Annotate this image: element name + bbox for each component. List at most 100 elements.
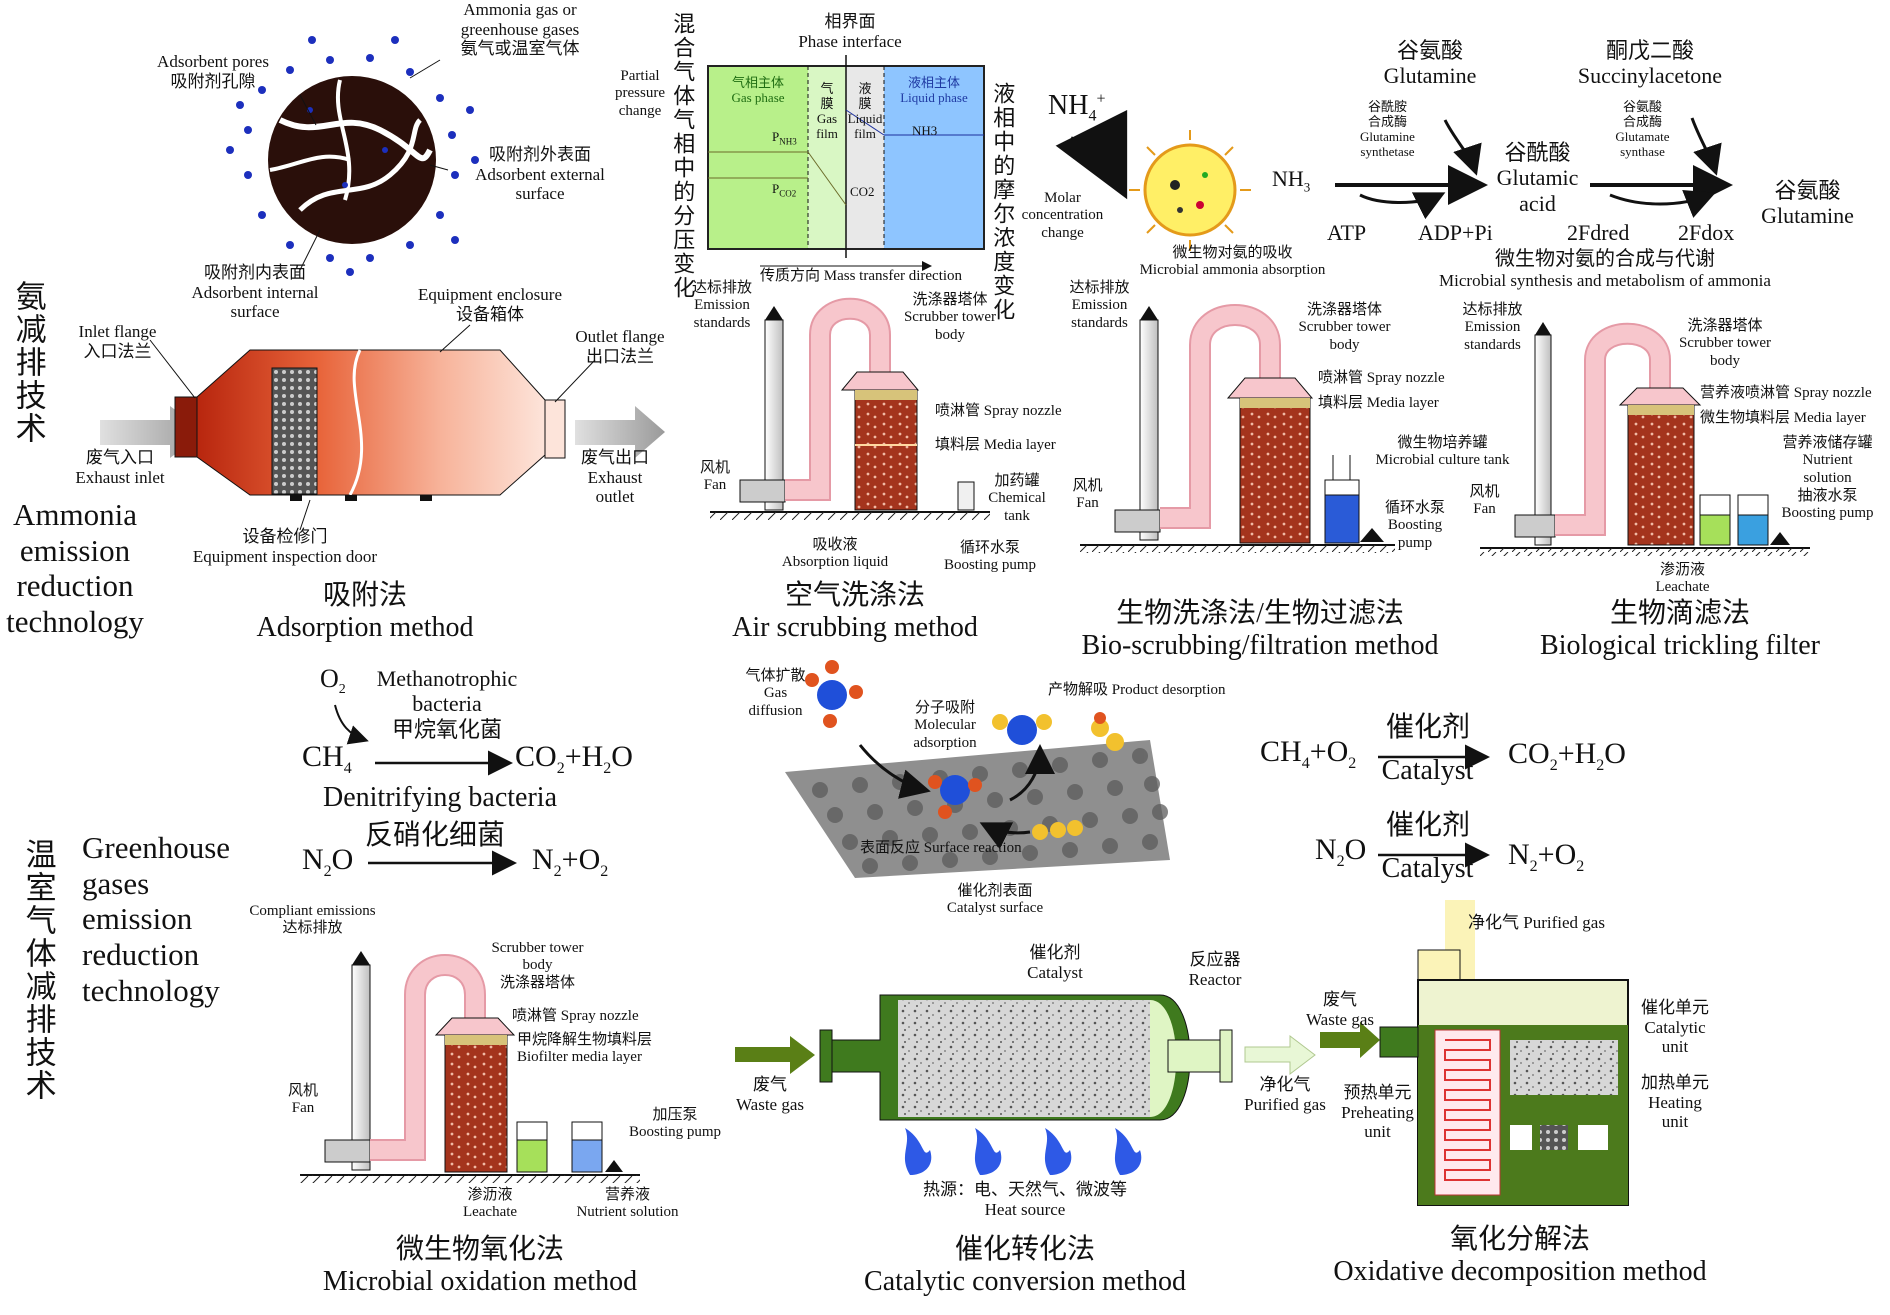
catalyst-en1: Catalyst [1381, 755, 1474, 786]
catalyst-zh2: 催化剂 [1385, 810, 1470, 841]
air-nozzle-label: 喷淋管 Spray nozzle [935, 403, 1062, 419]
fdox-label: 2Fdox [1678, 220, 1735, 245]
bio-media-label: 填料层 Media layer [1318, 395, 1439, 411]
trickling-filter-graphic [1480, 322, 1810, 556]
liquid-side-label: 液相中的摩尔浓度变化 [990, 82, 1016, 322]
catalyst-en2: Catalyst [1381, 853, 1474, 884]
n2o2-label: N2+O2 [532, 843, 609, 880]
catalytic-reactor-graphic [735, 994, 1316, 1175]
adp-label: ADP+Pi [1418, 220, 1493, 245]
mass-transfer-label: 传质方向 Mass transfer direction [760, 268, 963, 284]
nh4-label: NH4+ [1048, 90, 1106, 125]
fdred-label: 2Fdred [1567, 220, 1630, 245]
surface-reaction-label: 表面反应 Surface reaction [860, 840, 1022, 856]
denit-zh-label: 反硝化细菌 [365, 820, 506, 851]
co2h2o-label: CO2+H2O [515, 740, 633, 777]
ammonia-title-zh: 氨减排技术 [10, 280, 46, 445]
oxidative-unit-graphic [1320, 900, 1629, 1206]
reaction-arrows [334, 704, 1490, 876]
microbe-graphic [1055, 109, 1733, 251]
catalyst-surface-graphic [785, 660, 1170, 878]
nh3-label: NH3 [1272, 166, 1311, 195]
trick-media-label: 微生物填料层 Media layer [1700, 410, 1866, 426]
ch4-o2-label: CH4+O2 [1260, 735, 1357, 772]
phase-interface-diagram [707, 55, 985, 271]
bio-nozzle-label: 喷淋管 Spray nozzle [1318, 370, 1445, 386]
trick-nozzle-label: 营养液喷淋管 Spray nozzle [1700, 385, 1872, 401]
co2-h2o-right: CO2+H2O [1508, 737, 1626, 774]
atp-label: ATP [1327, 220, 1367, 245]
o2-label: O2 [320, 664, 346, 698]
co2-film-label: CO2 [850, 184, 875, 199]
catalyst-zh1: 催化剂 [1385, 712, 1470, 743]
microbial-oxidation-graphic [300, 951, 640, 1183]
bio-scrubber-graphic [1080, 304, 1395, 553]
adsorbent-particle-graphic [226, 36, 479, 276]
mo-nozzle-label: 喷淋管 Spray nozzle [512, 1008, 639, 1024]
n2-o2-right: N2+O2 [1508, 838, 1585, 875]
denitrifying-label: Denitrifying bacteria [322, 782, 557, 813]
nh3-liquid-label: NH3 [912, 123, 938, 138]
ox-purified-label: 净化气 Purified gas [1468, 913, 1605, 932]
air-media-label: 填料层 Media layer [935, 437, 1056, 453]
p-co2-label: PCO2 [772, 181, 797, 199]
